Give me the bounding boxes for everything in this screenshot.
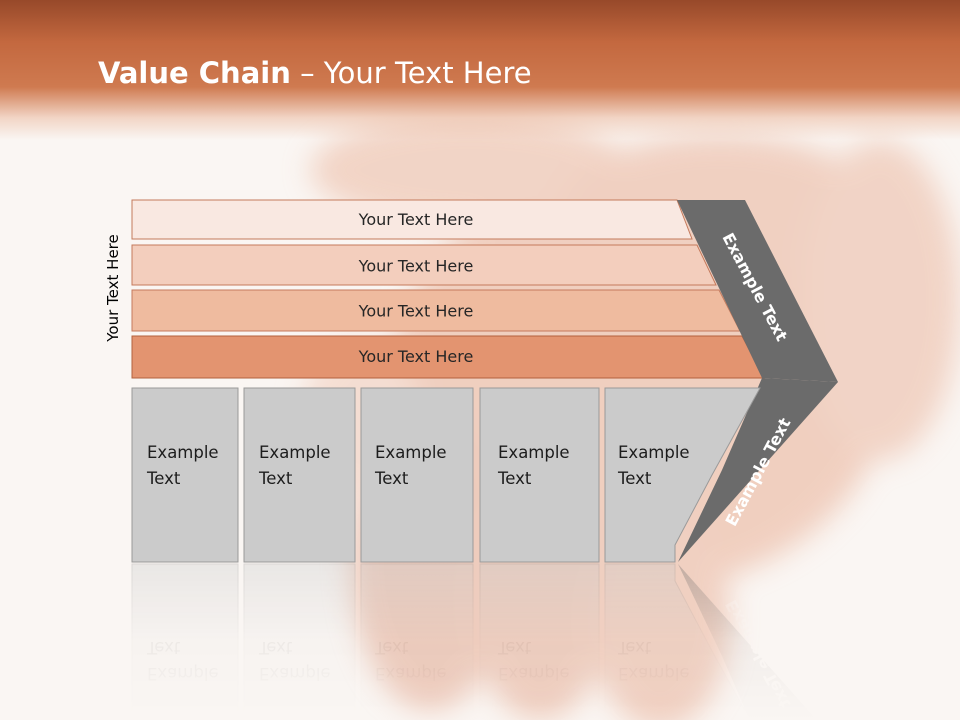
reflection-text: Example <box>147 664 219 683</box>
support-band-1[interactable] <box>131 199 693 240</box>
margin-arrow-upper[interactable] <box>677 200 838 382</box>
primary-activity-box-4[interactable] <box>479 387 600 563</box>
reflection-text: Text <box>146 638 181 657</box>
support-band-2[interactable] <box>131 244 717 286</box>
primary-activity-4-line1: Example <box>498 443 570 462</box>
reflection-text: Example <box>618 664 690 683</box>
support-band-2-label: Your Text Here <box>358 257 474 276</box>
support-band-1-label: Your Text Here <box>358 210 474 229</box>
reflection-text: Example <box>498 664 570 683</box>
reflection-text: Text <box>617 638 652 657</box>
title-rest: – Your Text Here <box>290 56 532 90</box>
reflection-text: Example <box>259 664 331 683</box>
slide-title[interactable]: Value Chain – Your Text Here <box>98 52 532 94</box>
primary-activity-5-line1: Example <box>618 443 690 462</box>
primary-activity-box-3[interactable] <box>360 387 474 563</box>
title-bold: Value Chain <box>98 56 291 90</box>
reflection-text: Example <box>375 664 447 683</box>
primary-activity-5-line2: Text <box>617 469 652 488</box>
support-band-3-label: Your Text Here <box>358 302 474 321</box>
primary-activity-4-line2: Text <box>497 469 532 488</box>
primary-activity-2-line1: Example <box>259 443 331 462</box>
primary-activity-1-line2: Text <box>146 469 181 488</box>
header-bar <box>0 0 960 140</box>
primary-activity-box-1[interactable] <box>131 387 239 563</box>
diagram-reflection: Example Text Example Text Example Text E… <box>131 563 817 720</box>
reflection-text: Text <box>497 638 532 657</box>
primary-activity-1-line1: Example <box>147 443 219 462</box>
reflection-text: Text <box>258 638 293 657</box>
primary-activity-2-line2: Text <box>258 469 293 488</box>
reflection-text: Text <box>374 638 409 657</box>
primary-activity-box-5[interactable] <box>604 387 761 563</box>
primary-activity-3-line2: Text <box>374 469 409 488</box>
margin-arrow-lower[interactable] <box>678 378 838 562</box>
primary-activity-box-2[interactable] <box>243 387 356 563</box>
support-band-4-label: Your Text Here <box>358 347 474 366</box>
primary-activity-3-line1: Example <box>375 443 447 462</box>
